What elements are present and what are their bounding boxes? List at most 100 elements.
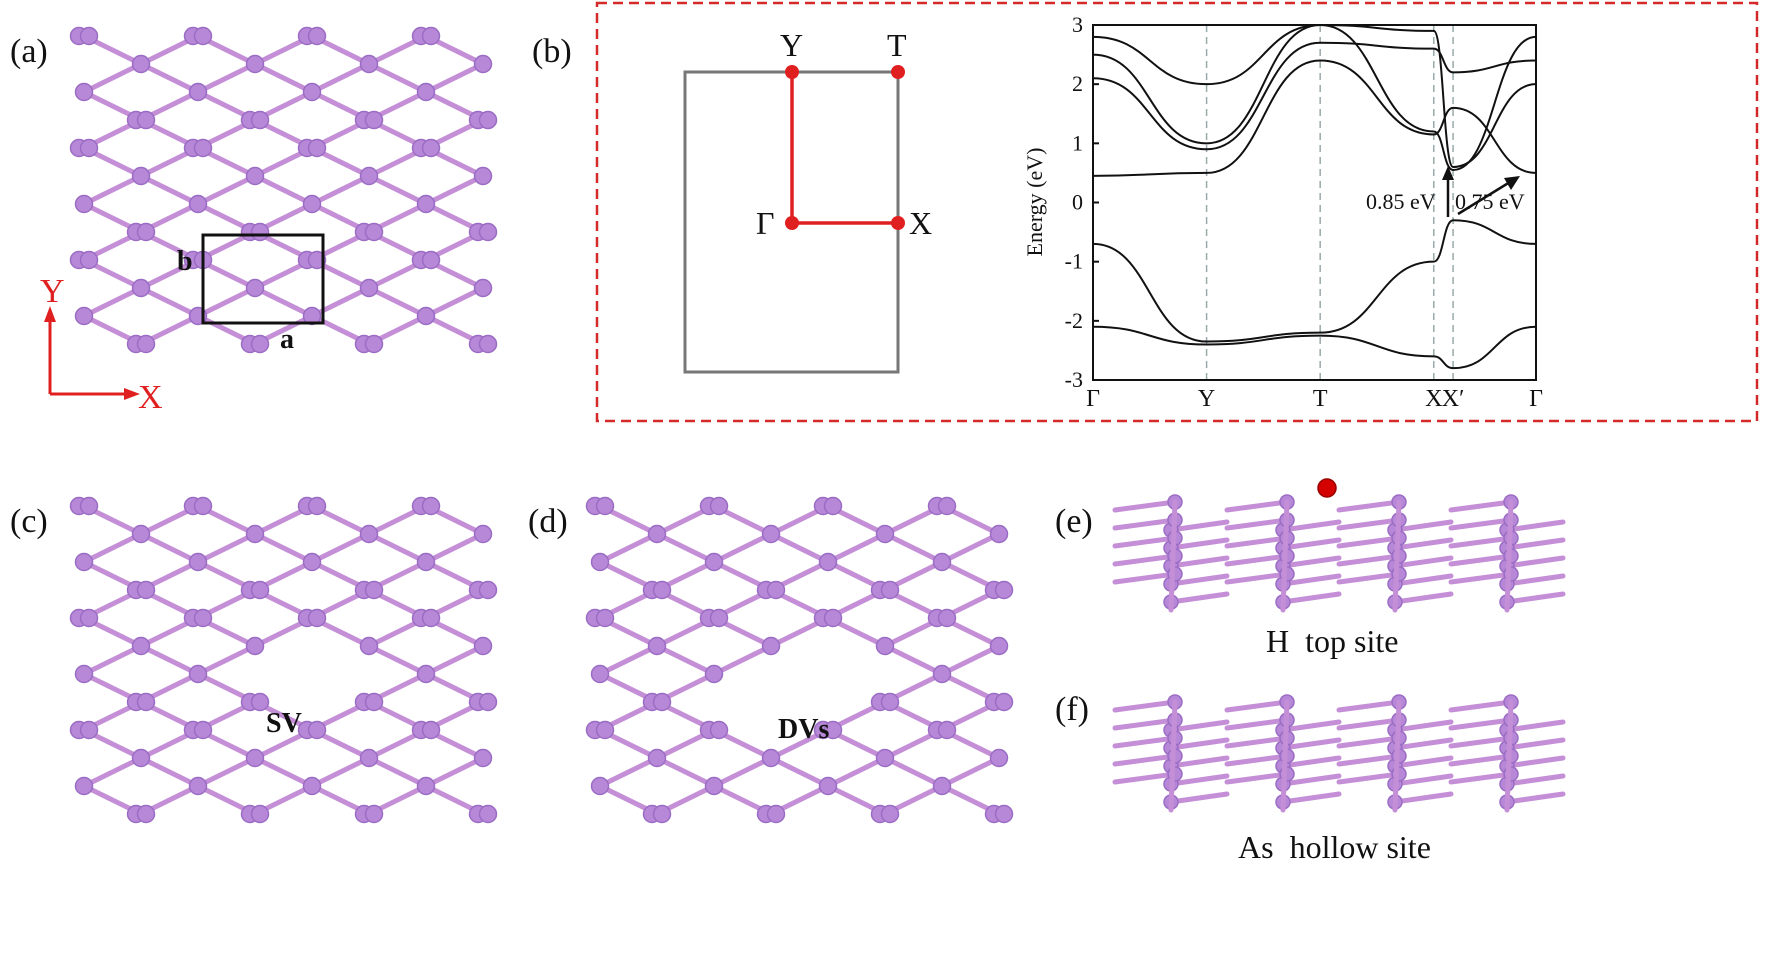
atom bbox=[250, 222, 270, 242]
atom bbox=[590, 776, 610, 796]
atom bbox=[478, 580, 498, 600]
panel-d-label: (d) bbox=[528, 503, 568, 540]
gap-arrows bbox=[1442, 166, 1520, 217]
atom bbox=[652, 692, 672, 712]
bond bbox=[1336, 771, 1402, 785]
atom bbox=[590, 552, 610, 572]
atom bbox=[79, 720, 99, 740]
bond bbox=[1168, 773, 1230, 787]
atom bbox=[188, 552, 208, 572]
bond bbox=[1168, 499, 1178, 613]
bond bbox=[1448, 753, 1514, 767]
axis-x-label: X bbox=[138, 379, 163, 416]
atom bbox=[647, 748, 667, 768]
lattice-c bbox=[69, 496, 498, 824]
atom bbox=[478, 334, 498, 354]
bond bbox=[423, 643, 486, 677]
y-axis-label: Energy (eV) bbox=[1022, 148, 1047, 257]
bond bbox=[1392, 499, 1402, 613]
defect-dvs-label: DVs bbox=[778, 714, 829, 745]
atom bbox=[416, 664, 436, 684]
bond bbox=[1392, 591, 1454, 605]
bond bbox=[138, 531, 201, 565]
bond bbox=[1280, 791, 1342, 805]
atom bbox=[478, 222, 498, 242]
atom bbox=[880, 804, 900, 824]
bond bbox=[1392, 573, 1454, 587]
bond bbox=[654, 531, 717, 565]
atom bbox=[131, 524, 151, 544]
atom bbox=[307, 138, 327, 158]
bond bbox=[252, 173, 315, 207]
bond bbox=[1448, 735, 1514, 749]
y-tick-label: 0 bbox=[1072, 190, 1083, 215]
atom bbox=[245, 636, 265, 656]
bz-label-t: T bbox=[887, 27, 907, 63]
bond bbox=[1280, 537, 1342, 551]
y-tick-label: -1 bbox=[1065, 249, 1083, 274]
bond bbox=[366, 61, 429, 95]
bond bbox=[423, 531, 486, 565]
bond bbox=[1448, 717, 1514, 731]
x-tick-label: T bbox=[1313, 386, 1328, 412]
band-line bbox=[1092, 325, 1537, 370]
atom bbox=[989, 748, 1009, 768]
atom bbox=[595, 496, 615, 516]
atom bbox=[823, 608, 843, 628]
bond bbox=[711, 643, 774, 677]
bond bbox=[366, 755, 429, 789]
atom bbox=[74, 82, 94, 102]
bond bbox=[1392, 719, 1454, 733]
k-point-gamma bbox=[785, 216, 799, 230]
bond bbox=[138, 755, 201, 789]
bond bbox=[1280, 737, 1342, 751]
atom bbox=[766, 804, 786, 824]
bond bbox=[1224, 717, 1290, 731]
atom bbox=[79, 26, 99, 46]
atom bbox=[709, 496, 729, 516]
lattice-a-label: a bbox=[280, 324, 294, 355]
atom bbox=[359, 166, 379, 186]
atom bbox=[709, 720, 729, 740]
bond bbox=[309, 173, 372, 207]
bond bbox=[1504, 573, 1566, 587]
bond bbox=[138, 285, 201, 319]
atom bbox=[359, 748, 379, 768]
atom bbox=[364, 692, 384, 712]
bond bbox=[1280, 591, 1342, 605]
atom bbox=[421, 496, 441, 516]
atom bbox=[74, 306, 94, 326]
atom bbox=[364, 580, 384, 600]
gap-annotation-1: 0.85 eV bbox=[1366, 189, 1436, 214]
bond bbox=[1504, 791, 1566, 805]
bond bbox=[1448, 499, 1514, 513]
atom bbox=[188, 776, 208, 796]
atom bbox=[74, 194, 94, 214]
atoms bbox=[69, 496, 498, 824]
bond bbox=[1336, 517, 1402, 531]
atom bbox=[136, 692, 156, 712]
panel-a-label: (a) bbox=[10, 33, 48, 70]
atom bbox=[652, 804, 672, 824]
side-stack bbox=[1112, 694, 1566, 813]
bond bbox=[1280, 573, 1342, 587]
atom bbox=[131, 278, 151, 298]
bond bbox=[1504, 537, 1566, 551]
bond bbox=[1392, 755, 1454, 769]
atom bbox=[74, 664, 94, 684]
atom bbox=[818, 776, 838, 796]
atom bbox=[478, 110, 498, 130]
bond bbox=[1224, 699, 1290, 713]
x-tick-label: Γ bbox=[1086, 386, 1100, 412]
atom bbox=[302, 194, 322, 214]
atom bbox=[595, 608, 615, 628]
atom bbox=[307, 496, 327, 516]
atom bbox=[421, 250, 441, 270]
atom bbox=[364, 804, 384, 824]
bond bbox=[1504, 591, 1566, 605]
bond bbox=[1280, 699, 1290, 813]
bond bbox=[597, 643, 660, 677]
atom bbox=[364, 110, 384, 130]
bond bbox=[825, 531, 888, 565]
